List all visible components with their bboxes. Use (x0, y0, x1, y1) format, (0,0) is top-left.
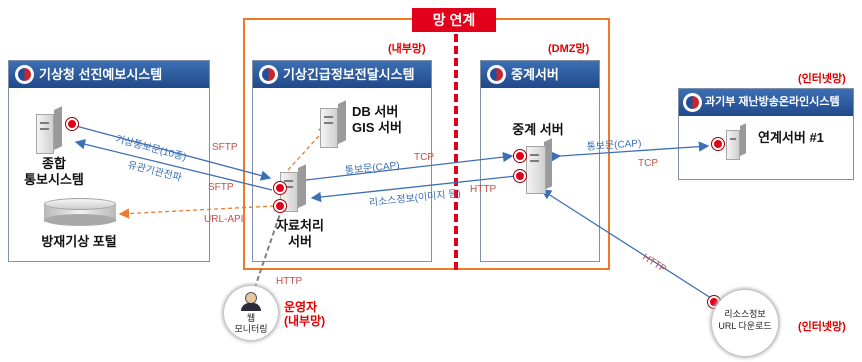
edge-notice-cap-2 (550, 141, 710, 162)
edge-label-url-api: URL-API (204, 214, 244, 225)
resource-circle-text: 리소스정보 URL 다운로드 (718, 309, 772, 331)
gov-logo-icon (683, 93, 702, 112)
relay-server-icon (526, 138, 554, 194)
integrated-system-server-icon (36, 106, 62, 154)
panel-transfer-header: 기상긴급정보전달시스템 (253, 61, 431, 88)
link-server-label: 연계서버 #1 (758, 130, 824, 145)
internet-net-label-top: (인터넷망) (798, 73, 846, 85)
integrated-system-label: 종합 통보시스템 (24, 156, 84, 187)
link-server-icon (726, 123, 746, 160)
panel-relay-header: 중계서버 (481, 61, 599, 88)
panel-msit-title: 과기부 재난방송온라인시스템 (705, 96, 840, 108)
dot-relay-1 (514, 150, 526, 162)
portal-disk-icon (44, 198, 116, 226)
resource-circle: 리소스정보 URL 다운로드 (712, 290, 778, 356)
edge-label-sftp-2: SFTP (208, 182, 234, 193)
dot-integrated (66, 118, 78, 130)
panel-msit: 과기부 재난방송온라인시스템 (678, 88, 854, 180)
title-badge: 망 연계 (412, 8, 496, 32)
operator-circle-text: 웹 모니터링 (234, 313, 268, 334)
gov-logo-icon (487, 65, 506, 84)
db-server-icon (320, 100, 346, 148)
dot-link (712, 138, 724, 150)
processing-server-label: 자료처리 서버 (276, 218, 324, 249)
internal-net-label: (내부망) (388, 43, 426, 55)
dot-processing-2 (274, 200, 286, 212)
gov-logo-icon (259, 65, 278, 84)
edge-notice-cap-1 (296, 151, 514, 187)
edge-label-tcp-1: TCP (414, 152, 434, 163)
edge-agency-fax (74, 139, 273, 191)
edge-url-api (118, 205, 275, 219)
dot-processing-1 (274, 182, 286, 194)
panel-kma-title: 기상청 선진예보시스템 (39, 67, 163, 82)
edge-weather-msg (75, 125, 272, 181)
panel-kma: 기상청 선진예보시스템 (8, 60, 210, 262)
panel-relay-title: 중계서버 (511, 67, 559, 82)
operator-label: 운영자 (내부망) (284, 300, 326, 328)
edge-label-http-2: HTTP (276, 276, 303, 287)
disaster-portal-label: 방재기상 포털 (41, 234, 117, 249)
panel-msit-header: 과기부 재난방송온라인시스템 (679, 89, 853, 116)
edge-label-sftp-1: SFTP (212, 142, 238, 153)
panel-kma-header: 기상청 선진예보시스템 (9, 61, 209, 88)
db-server-label: DB 서버 GIS 서버 (352, 104, 402, 135)
edge-http-resource (540, 189, 715, 301)
gov-logo-icon (15, 65, 34, 84)
operator-circle: 웹 모니터링 (224, 286, 278, 340)
internet-net-label-bottom: (인터넷망) (798, 321, 846, 333)
edge-label-tcp-2: TCP (638, 158, 658, 169)
dmz-net-label: (DMZ망) (548, 43, 590, 55)
panel-transfer-title: 기상긴급정보전달시스템 (283, 67, 415, 82)
operator-body-icon (241, 303, 261, 311)
dot-relay-2 (514, 170, 526, 182)
edge-resource-info (310, 175, 517, 203)
edge-label-http-1: HTTP (470, 184, 497, 195)
relay-server-label: 중계 서버 (512, 122, 564, 137)
